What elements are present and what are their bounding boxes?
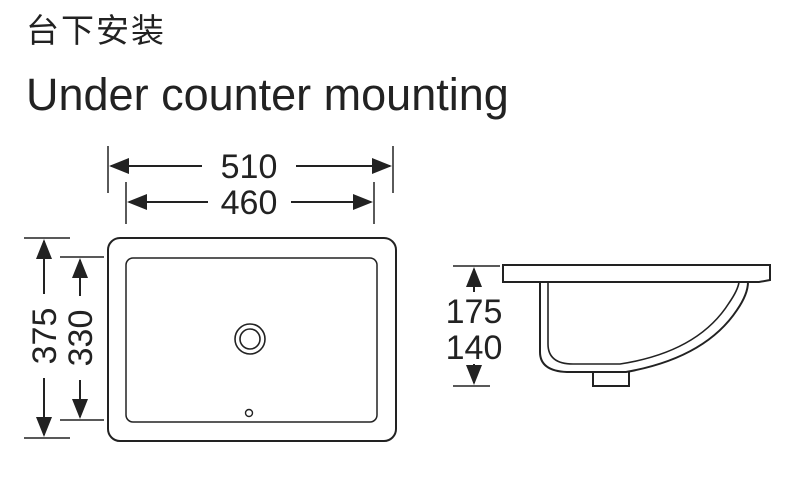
title-english: Under counter mounting — [26, 69, 509, 120]
drain-inner-circle — [239, 328, 261, 350]
inner-width-label: 460 — [221, 184, 278, 222]
drain-outlet — [592, 372, 630, 387]
depth-dimensions: 375 330 — [24, 237, 104, 439]
width-dimensions: 510 460 — [107, 146, 394, 224]
side-rim — [502, 264, 771, 283]
overflow-hole — [244, 408, 254, 418]
outer-depth-label: 375 — [26, 308, 64, 365]
inner-depth-label: 330 — [62, 310, 100, 367]
bowl-inner-profile — [547, 281, 740, 365]
bowl-height-label: 140 — [446, 329, 503, 367]
bowl-outer-profile — [539, 281, 749, 373]
outer-basin-outline — [107, 237, 397, 442]
side-view — [502, 264, 771, 387]
outer-width-label: 510 — [221, 148, 278, 186]
title-chinese: 台下安装 — [26, 11, 166, 50]
top-view — [107, 237, 397, 442]
drain-outer-circle — [234, 323, 266, 355]
height-dimensions: 175 140 — [446, 265, 503, 387]
inner-basin-outline — [125, 257, 378, 423]
total-height-label: 175 — [446, 293, 503, 331]
